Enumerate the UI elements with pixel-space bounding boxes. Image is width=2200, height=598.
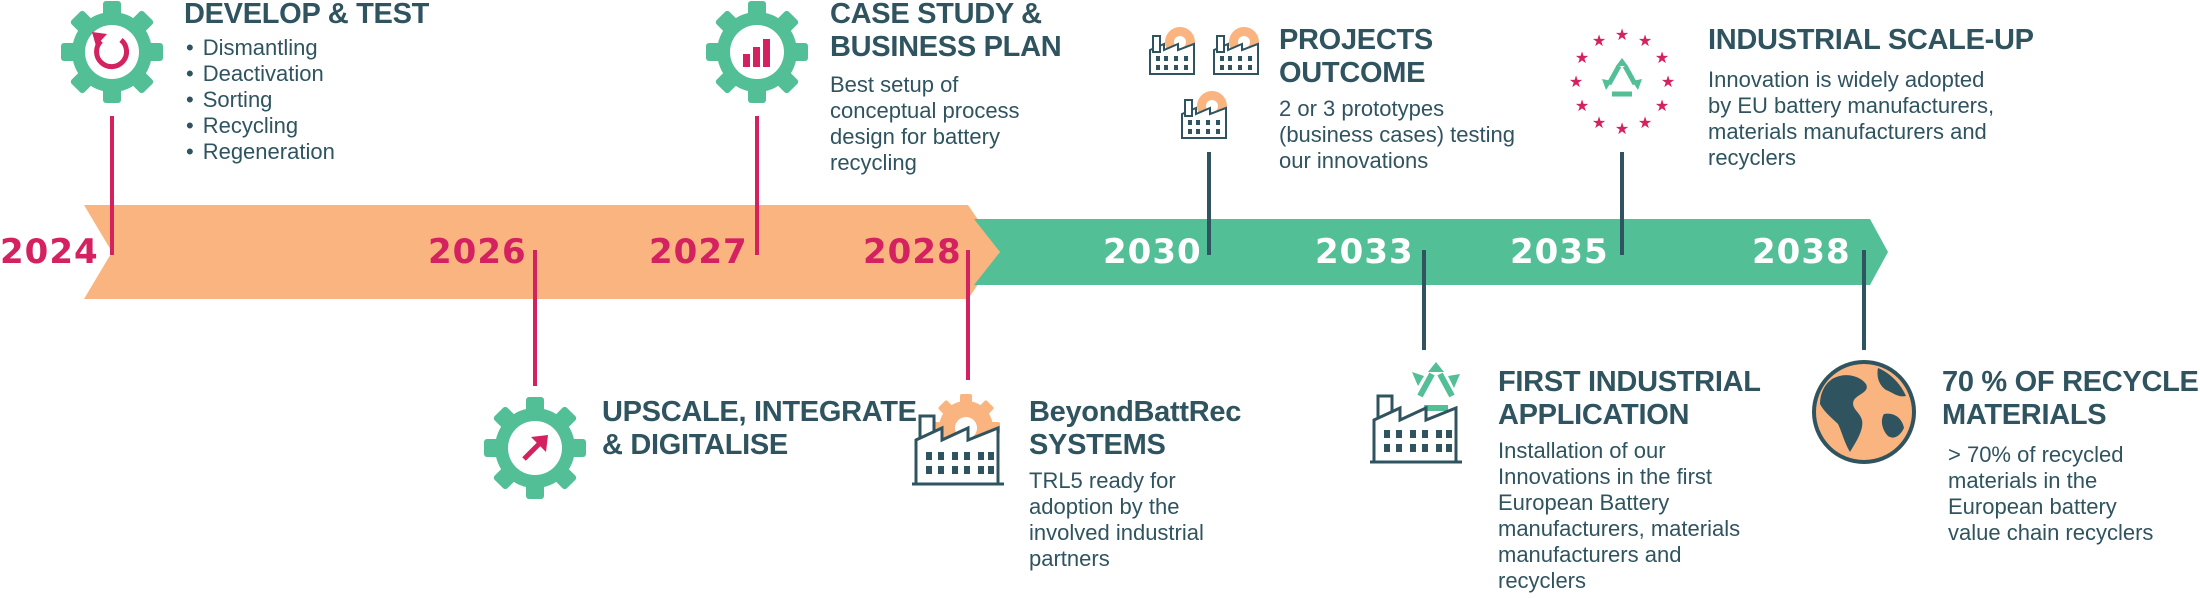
gear-refresh-icon: [61, 1, 163, 103]
milestone-recycled: 70 % OF RECYCLED MATERIALS > 70% of recy…: [1942, 366, 2200, 546]
milestone-title: FIRST INDUSTRIAL APPLICATION: [1498, 366, 1761, 432]
desc-line: European Battery: [1498, 490, 1670, 515]
title-line: SYSTEMS: [1029, 429, 1166, 461]
milestone-title: DEVELOP & TEST: [184, 0, 430, 30]
milestone-upscale: UPSCALE, INTEGRATE & DIGITALISE: [602, 396, 917, 462]
year-label-2028: 2028: [863, 232, 962, 272]
year-label-2038: 2038: [1752, 232, 1851, 272]
desc-line: recycling: [830, 150, 917, 175]
list-item: Deactivation: [184, 61, 429, 87]
milestone-title: UPSCALE, INTEGRATE & DIGITALISE: [602, 396, 917, 462]
desc-line: (business cases) testing: [1279, 122, 1515, 147]
svg-text:★: ★: [1638, 33, 1652, 50]
milestone-description: Installation of our Innovations in the f…: [1498, 438, 1761, 594]
title-line: BeyondBattRec: [1029, 396, 1242, 428]
factory-gear-icon: [912, 394, 1004, 486]
milestone-description: 2 or 3 prototypes (business cases) testi…: [1279, 96, 1515, 174]
desc-line: our innovations: [1279, 148, 1429, 173]
title-line: PROJECTS: [1279, 24, 1433, 56]
milestone-title: BeyondBattRec SYSTEMS: [1029, 396, 1241, 462]
year-label-2035: 2035: [1510, 232, 1609, 272]
desc-line: Innovation is widely adopted: [1708, 67, 1985, 92]
svg-text:★: ★: [1575, 98, 1589, 115]
svg-text:★: ★: [1615, 121, 1629, 138]
desc-line: value chain recyclers: [1948, 520, 2154, 545]
desc-line: by EU battery manufacturers,: [1708, 93, 1995, 118]
title-line: MATERIALS: [1942, 399, 2107, 431]
desc-line: manufacturers, materials: [1498, 516, 1741, 541]
factory-recycle-icon: [1370, 362, 1462, 464]
title-line: BUSINESS PLAN: [830, 31, 1062, 63]
gear-arrow-icon: [484, 397, 586, 499]
desc-line: partners: [1029, 546, 1110, 571]
list-item: Recycling: [184, 113, 429, 139]
year-label-2027: 2027: [649, 232, 748, 272]
title-line: & DIGITALISE: [602, 429, 788, 461]
list-item: Regeneration: [184, 139, 429, 165]
milestone-scale-up: INDUSTRIAL SCALE-UP Innovation is widely…: [1708, 24, 2034, 171]
milestone-case-study: CASE STUDY & BUSINESS PLAN Best setup of…: [830, 0, 1062, 176]
title-line: 70 % OF RECYCLED: [1942, 366, 2200, 398]
milestone-first-industrial: FIRST INDUSTRIAL APPLICATION Installatio…: [1498, 366, 1761, 594]
title-line: FIRST INDUSTRIAL: [1498, 366, 1761, 398]
desc-line: TRL5 ready for: [1029, 468, 1176, 493]
desc-line: materials manufacturers and: [1708, 119, 1987, 144]
year-label-2026: 2026: [428, 232, 527, 272]
gear-chart-icon: [706, 1, 808, 103]
timeline-orange-arrow: [84, 205, 1000, 299]
desc-line: recyclers: [1498, 568, 1587, 593]
milestone-title: 70 % OF RECYCLED MATERIALS: [1942, 366, 2200, 432]
milestone-description: Best setup of conceptual process design …: [830, 72, 1061, 176]
title-line: OUTCOME: [1279, 57, 1426, 89]
desc-line: conceptual process: [830, 98, 1020, 123]
milestone-title: CASE STUDY & BUSINESS PLAN: [830, 0, 1062, 64]
desc-line: recyclers: [1708, 145, 1797, 170]
timeline-green-arrow: [974, 219, 1888, 285]
svg-text:★: ★: [1615, 27, 1629, 44]
milestone-develop-test: DEVELOP & TEST Dismantling Deactivation …: [184, 0, 429, 165]
svg-text:★: ★: [1592, 33, 1606, 50]
desc-line: Innovations in the first: [1498, 464, 1713, 489]
milestone-projects-outcome: PROJECTS OUTCOME 2 or 3 prototypes (busi…: [1279, 24, 1515, 174]
svg-text:★: ★: [1638, 115, 1652, 132]
svg-text:★: ★: [1592, 115, 1606, 132]
list-item: Sorting: [184, 87, 429, 113]
desc-line: > 70% of recycled: [1948, 442, 2124, 467]
year-label-2033: 2033: [1315, 232, 1414, 272]
svg-text:★: ★: [1661, 74, 1675, 91]
svg-text:★: ★: [1655, 50, 1669, 67]
title-line: CASE STUDY &: [830, 0, 1042, 30]
milestone-bullet-list: Dismantling Deactivation Sorting Recycli…: [184, 35, 429, 165]
milestone-title: INDUSTRIAL SCALE-UP: [1708, 24, 2034, 56]
desc-line: manufacturers and: [1498, 542, 1682, 567]
milestone-description: TRL5 ready for adoption by the involved …: [1029, 468, 1241, 572]
title-line: UPSCALE, INTEGRATE: [602, 396, 917, 428]
eu-stars-recycle-icon: ★ ★ ★ ★ ★ ★ ★ ★ ★ ★ ★ ★: [1569, 27, 1675, 138]
list-item: Dismantling: [184, 35, 429, 61]
svg-text:★: ★: [1569, 74, 1583, 91]
milestone-description: Innovation is widely adopted by EU batte…: [1708, 67, 2034, 171]
milestone-systems: BeyondBattRec SYSTEMS TRL5 ready for ado…: [1029, 396, 1241, 572]
desc-line: Best setup of: [830, 72, 959, 97]
desc-line: 2 or 3 prototypes: [1279, 96, 1445, 121]
title-line: APPLICATION: [1498, 399, 1690, 431]
milestone-description: > 70% of recycled materials in the Europ…: [1948, 442, 2200, 546]
milestone-title: PROJECTS OUTCOME: [1279, 24, 1515, 90]
desc-line: Installation of our: [1498, 438, 1666, 463]
svg-text:★: ★: [1575, 50, 1589, 67]
desc-line: European battery: [1948, 494, 2117, 519]
year-label-2030: 2030: [1103, 232, 1202, 272]
desc-line: involved industrial: [1029, 520, 1204, 545]
factories-icon: [1149, 27, 1259, 139]
year-label-2024: 2024: [0, 232, 99, 272]
desc-line: design for battery: [830, 124, 1000, 149]
desc-line: materials in the: [1948, 468, 2098, 493]
globe-icon: [1812, 360, 1916, 464]
svg-text:★: ★: [1655, 98, 1669, 115]
desc-line: adoption by the: [1029, 494, 1180, 519]
